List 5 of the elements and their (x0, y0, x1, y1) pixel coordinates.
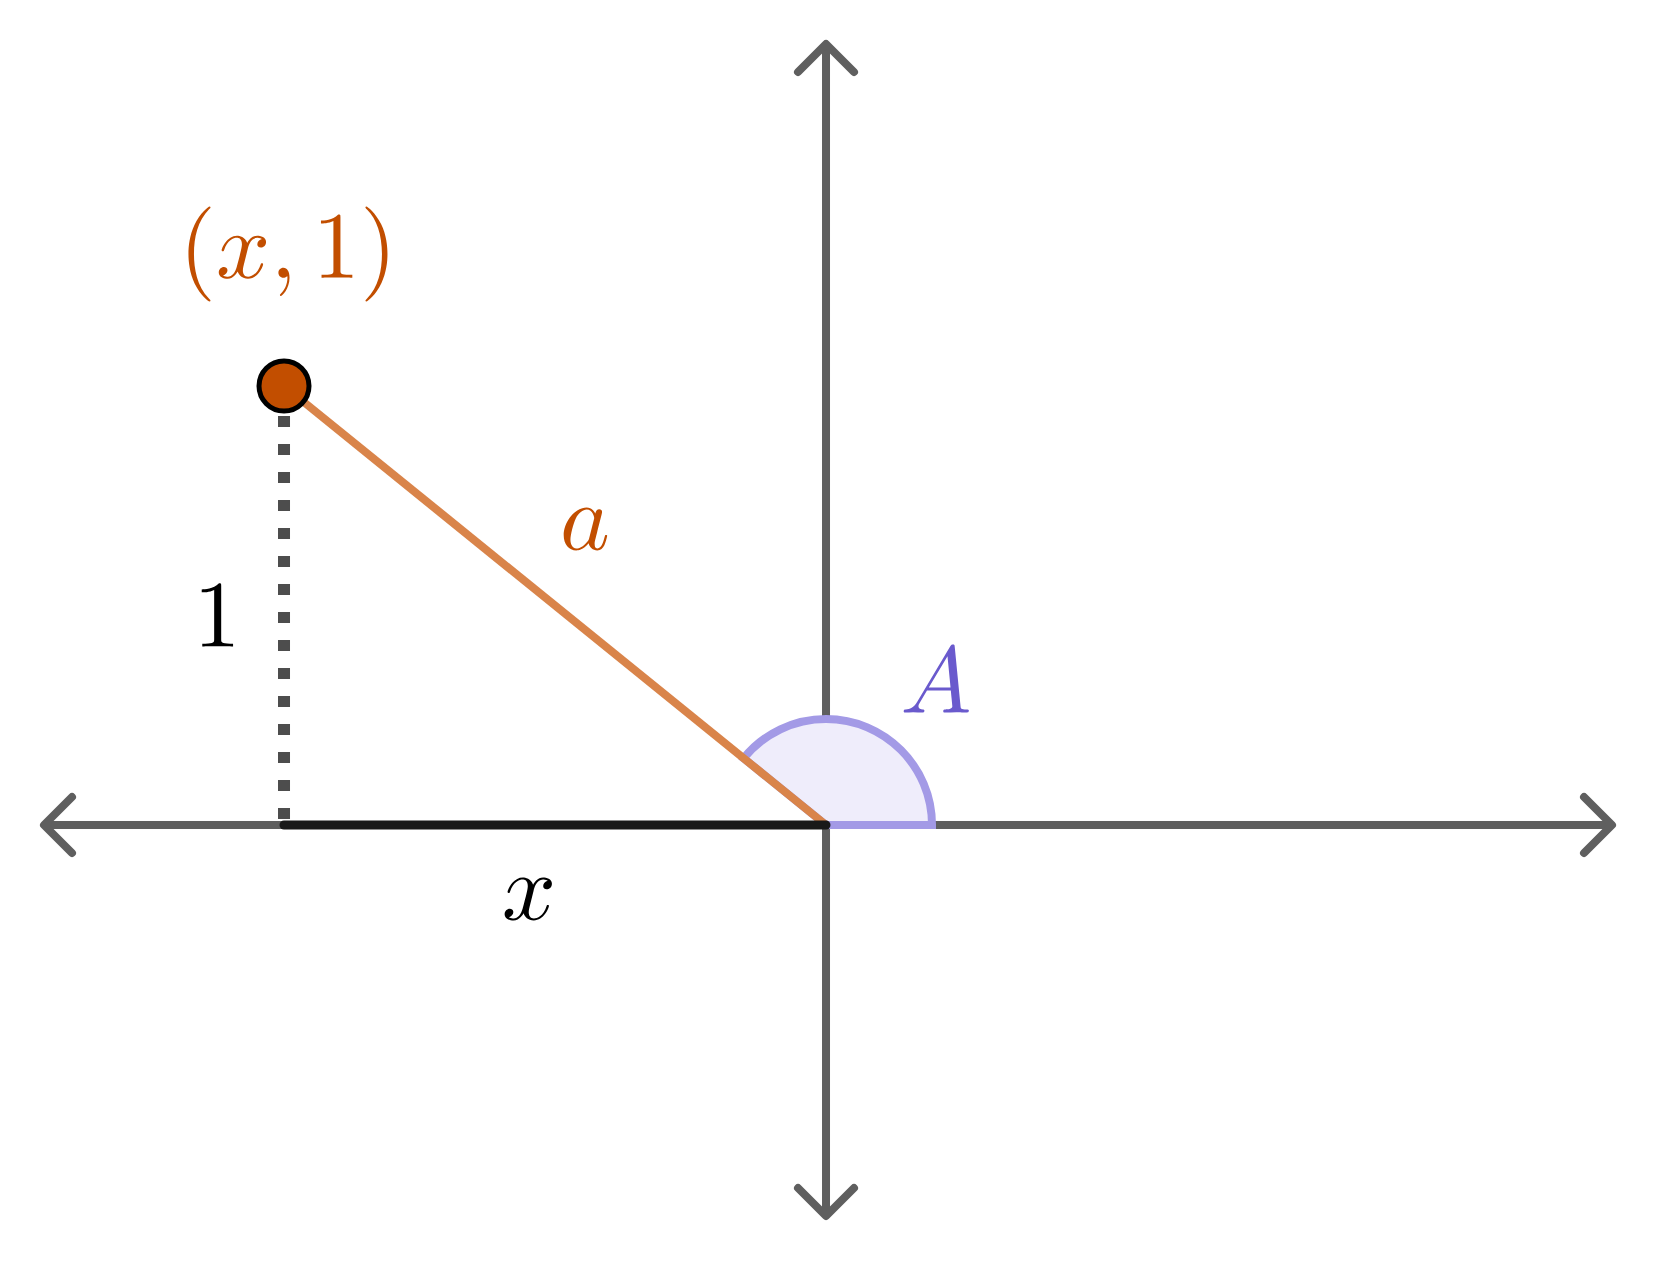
angle-label: $A$ (903, 644, 969, 713)
side-label: $1$ (201, 583, 234, 647)
side-label: $a$ (563, 507, 608, 551)
point-label: $(x, 1)$ (188, 206, 388, 302)
side-label: $x$ (504, 877, 552, 921)
